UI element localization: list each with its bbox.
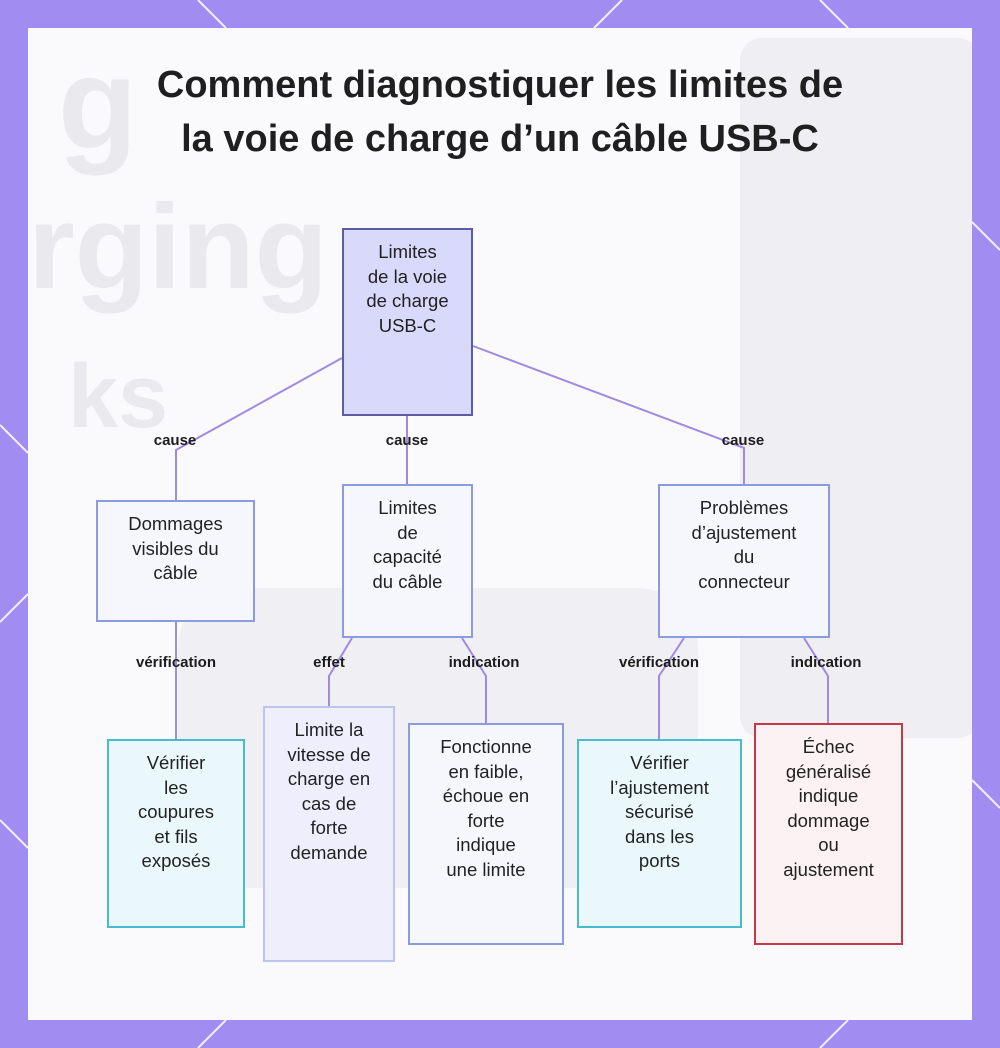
node-text-line: du	[733, 546, 755, 568]
node-text-line: Problèmes	[699, 497, 789, 518]
node-text-line: charge en	[287, 768, 371, 790]
background-watermark: ks	[68, 347, 169, 447]
node-text-line: d’ajustement	[691, 521, 797, 543]
node-text-line: ajustement	[783, 858, 874, 880]
node-usb-c-charging-path-limits: Limites de la voie de charge USB-C	[342, 228, 473, 416]
node-text-line: capacité	[373, 546, 442, 568]
node-text-line: forte	[467, 809, 505, 831]
connector-capacity-speed	[328, 637, 353, 707]
connector-fit-checkfit	[658, 637, 685, 740]
background-watermark: rging	[28, 180, 328, 314]
node-general-failure: Échec généralisé indique dommage ou ajus…	[754, 723, 903, 945]
title-line-2: la voie de charge d’un câble USB-C	[181, 118, 819, 160]
node-text-line: sécurisé	[625, 801, 694, 823]
node-text-line: connecteur	[698, 570, 790, 592]
node-text-line: visibles du	[132, 537, 219, 559]
node-text-line: généralisé	[785, 760, 872, 782]
connector-root-damage	[175, 357, 343, 502]
node-text-line: USB-C	[378, 314, 437, 336]
edge-label-cause: cause	[385, 432, 429, 449]
edge-label-effet: effet	[313, 654, 345, 671]
node-text-line: demande	[290, 841, 368, 863]
node-text-line: de	[397, 521, 418, 543]
node-text-line: Dommages	[128, 513, 223, 534]
node-text-line: ports	[638, 850, 681, 872]
node-text-line: Échec	[802, 736, 855, 757]
edge-label-indication: indication	[448, 654, 520, 671]
node-text-line: Limites	[378, 497, 437, 518]
node-cable-capacity-limits: Limites de capacité du câble	[342, 484, 473, 638]
node-text-line: indique	[456, 834, 516, 856]
node-text-line: Vérifier	[146, 752, 206, 773]
node-text-line: Vérifier	[630, 752, 689, 773]
edge-label-verification: vérification	[618, 654, 700, 671]
connector-capacity-lowhigh	[461, 637, 487, 724]
node-text-line: de charge	[366, 290, 449, 312]
title-line-1: Comment diagnostiquer les limites de	[156, 64, 844, 106]
node-text-line: Limites	[378, 241, 437, 262]
connector-fit-failure	[803, 637, 829, 724]
node-text-line: de la voie	[367, 265, 448, 287]
node-text-line: ou	[818, 834, 839, 856]
background-watermark: g	[58, 30, 138, 176]
node-text-line: vitesse de	[287, 743, 371, 765]
connector-root-fit	[472, 345, 745, 485]
node-text-line: indique	[798, 785, 859, 807]
node-text-line: l’ajustement	[610, 776, 709, 798]
node-text-line: dans les	[625, 825, 694, 847]
node-visible-cable-damage: Dommages visibles du câble	[96, 500, 255, 622]
node-check-secure-fit: Vérifier l’ajustement sécurisé dans les …	[577, 739, 742, 928]
node-text-line: exposés	[141, 850, 211, 872]
node-text-line: cas de	[301, 792, 357, 814]
node-text-line: une limite	[446, 858, 526, 880]
node-text-line: dommage	[787, 809, 870, 831]
node-text-line: et fils	[154, 825, 198, 847]
node-check-cuts-exposed-wires: Vérifier les coupures et fils exposés	[107, 739, 245, 928]
node-works-low-fails-high: Fonctionne en faible, échoue en forte in…	[408, 723, 564, 945]
node-text-line: les	[164, 776, 188, 798]
node-text-line: coupures	[137, 801, 215, 823]
edge-label-cause: cause	[721, 432, 765, 449]
edge-label-indication: indication	[790, 654, 862, 671]
node-text-line: en faible,	[448, 760, 524, 782]
diagram-title: Comment diagnostiquer les limites de la …	[0, 58, 1000, 166]
edge-label-verification: vérification	[135, 654, 217, 671]
node-text-line: Limite la	[294, 719, 364, 740]
node-text-line: câble	[153, 562, 198, 584]
node-connector-fit-problems: Problèmes d’ajustement du connecteur	[658, 484, 830, 638]
node-limits-charging-speed: Limite la vitesse de charge en cas de fo…	[263, 706, 395, 962]
node-text-line: échoue en	[442, 785, 530, 807]
edge-label-cause: cause	[153, 432, 197, 449]
node-text-line: du câble	[372, 570, 443, 592]
node-text-line: forte	[310, 817, 348, 839]
node-text-line: Fonctionne	[440, 736, 532, 757]
